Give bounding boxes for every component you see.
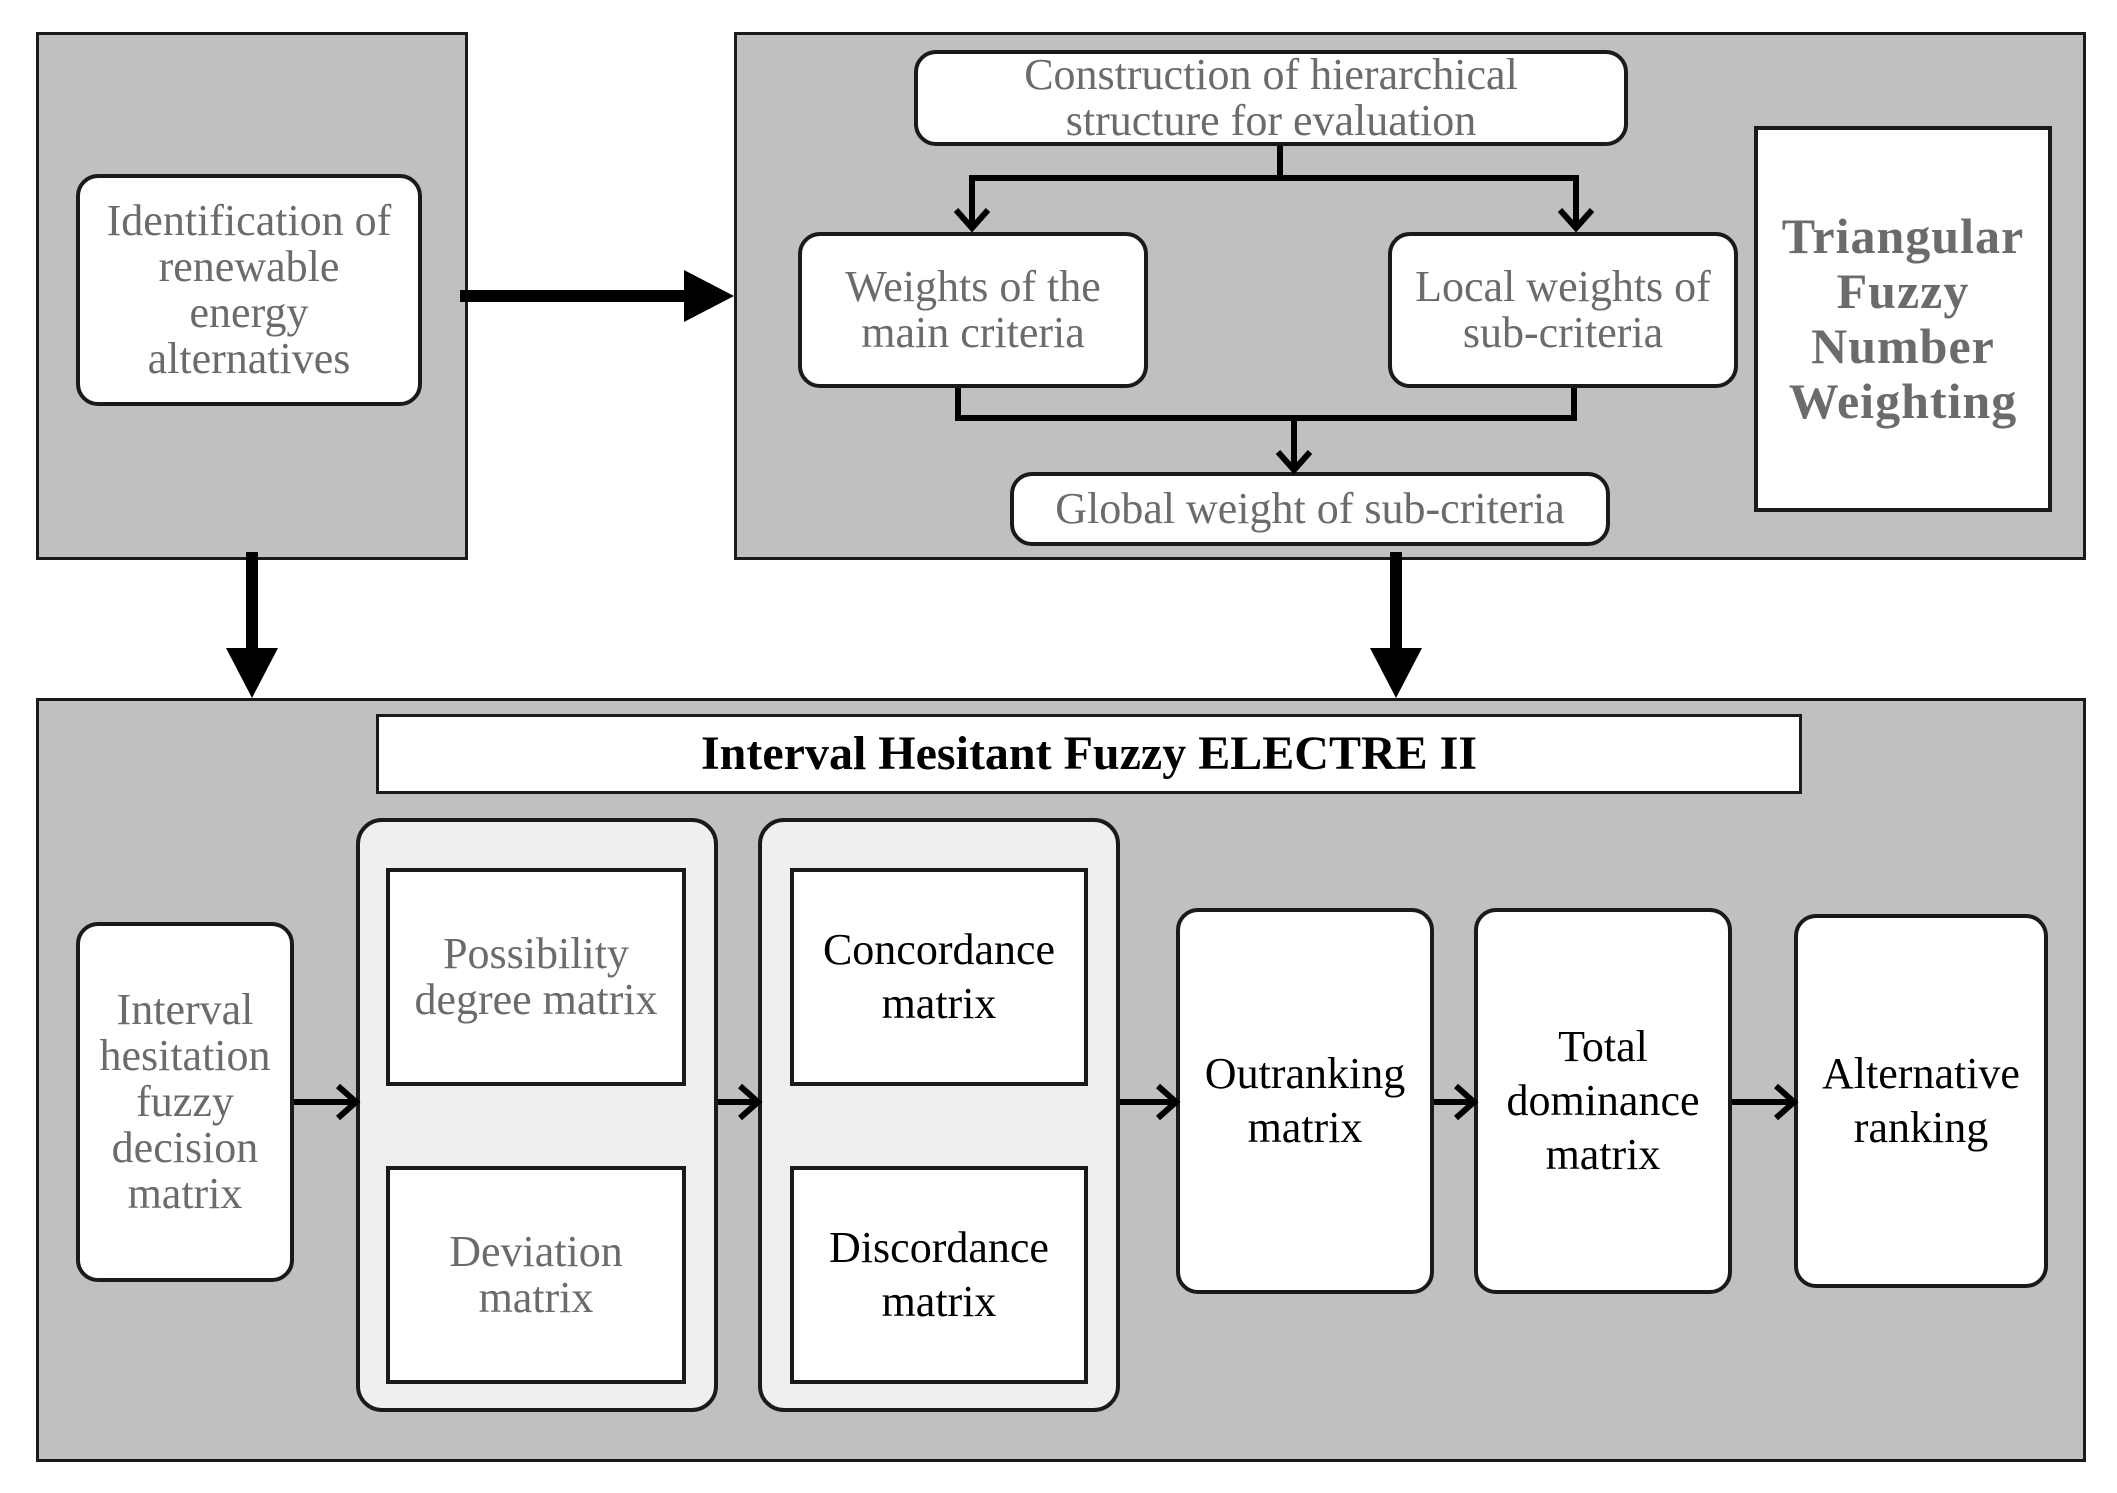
identification-label: Identification of renewable energy alter…	[106, 196, 392, 383]
fuzzy-weighting-title: Triangular Fuzzy Number Weighting	[1781, 208, 2025, 429]
dominance-box: Total dominance matrix	[1474, 908, 1732, 1294]
decision-matrix-box: Interval hesitation fuzzy decision matri…	[76, 922, 294, 1282]
construction-label: Construction of hierarchical structure f…	[1024, 50, 1518, 145]
fuzzy-weighting-box: Triangular Fuzzy Number Weighting	[1754, 126, 2052, 512]
arrow-weighting-to-electre	[1370, 552, 1422, 698]
ranking-label: Alternative ranking	[1822, 1049, 2020, 1152]
main-weights-label: Weights of the main criteria	[845, 262, 1101, 357]
discordance-label: Discordance matrix	[829, 1223, 1049, 1326]
electre-title: Interval Hesitant Fuzzy ELECTRE II	[700, 727, 1477, 780]
global-weight-box: Global weight of sub-criteria	[1010, 472, 1610, 546]
identification-box: Identification of renewable energy alter…	[76, 174, 422, 406]
deviation-box: Deviation matrix	[386, 1166, 686, 1384]
arrow-alternatives-to-electre	[226, 552, 278, 698]
electre-title-box: Interval Hesitant Fuzzy ELECTRE II	[376, 714, 1802, 794]
ranking-box: Alternative ranking	[1794, 914, 2048, 1288]
main-weights-box: Weights of the main criteria	[798, 232, 1148, 388]
deviation-label: Deviation matrix	[449, 1227, 623, 1322]
decision-matrix-label: Interval hesitation fuzzy decision matri…	[99, 985, 271, 1218]
arrow-alternatives-to-weighting	[460, 270, 734, 322]
outranking-box: Outranking matrix	[1176, 908, 1434, 1294]
discordance-box: Discordance matrix	[790, 1166, 1088, 1384]
concordance-label: Concordance matrix	[822, 925, 1056, 1028]
dominance-label: Total dominance matrix	[1506, 1022, 1700, 1179]
possibility-label: Possibility degree matrix	[414, 929, 658, 1024]
concordance-box: Concordance matrix	[790, 868, 1088, 1086]
local-weights-label: Local weights of sub-criteria	[1415, 262, 1711, 357]
local-weights-box: Local weights of sub-criteria	[1388, 232, 1738, 388]
construction-box: Construction of hierarchical structure f…	[914, 50, 1628, 146]
outranking-label: Outranking matrix	[1204, 1049, 1406, 1152]
possibility-box: Possibility degree matrix	[386, 868, 686, 1086]
global-weight-label: Global weight of sub-criteria	[1055, 484, 1565, 533]
